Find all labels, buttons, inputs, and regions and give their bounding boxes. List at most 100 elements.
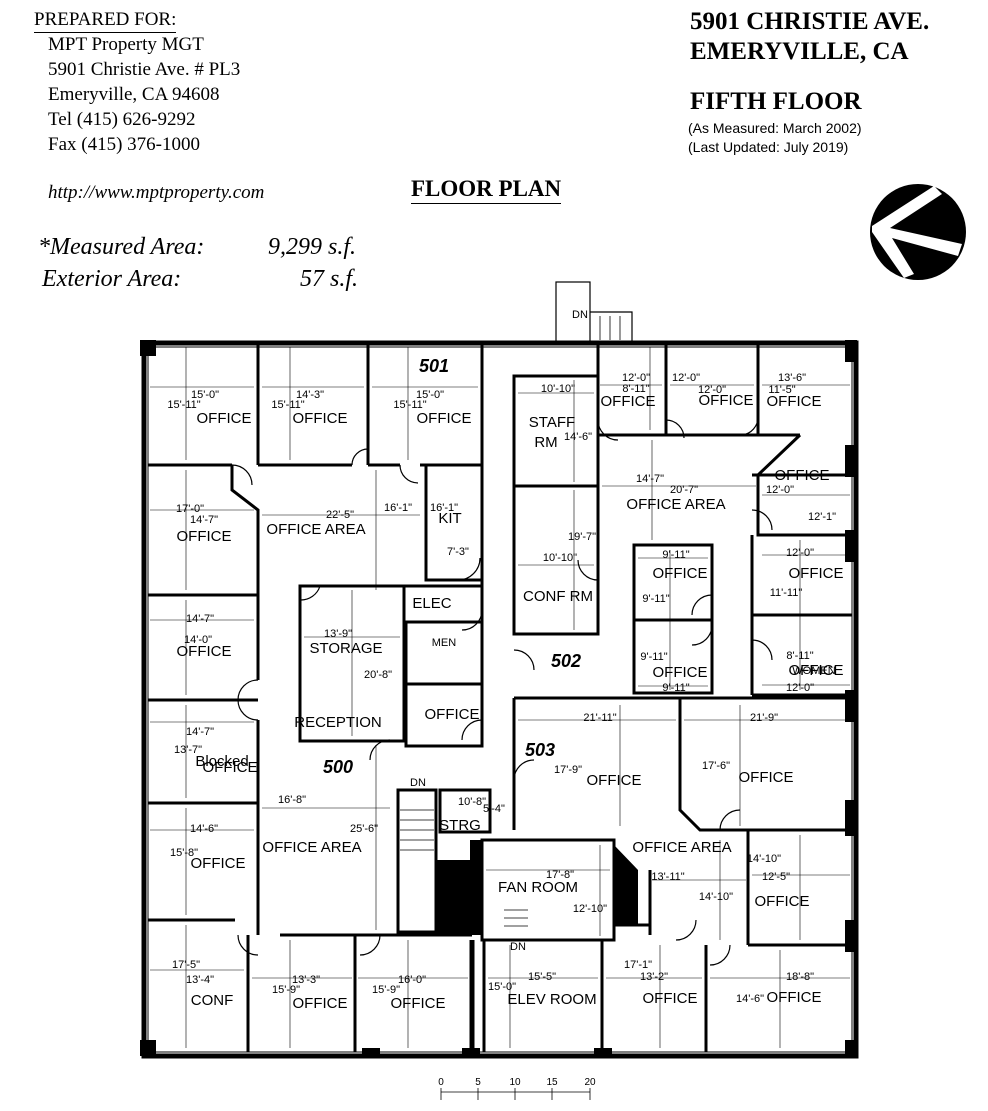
dimension-label: 14'-7" bbox=[186, 726, 214, 738]
suite-number: 503 bbox=[525, 740, 555, 760]
dimension-label: 14'-10" bbox=[747, 853, 781, 865]
dimension-label: 25'-6" bbox=[350, 823, 378, 835]
room-label: DN bbox=[572, 309, 588, 321]
dimension-label: 22'-5" bbox=[326, 509, 354, 521]
dimension-label: 17'-5" bbox=[172, 959, 200, 971]
dimension-label: 15'-0" bbox=[416, 389, 444, 401]
dimension-label: 20'-8" bbox=[364, 669, 392, 681]
dimension-label: 14'-7" bbox=[186, 613, 214, 625]
dimension-label: 13'-9" bbox=[324, 628, 352, 640]
room-label: RECEPTION bbox=[294, 714, 382, 731]
building-city: EMERYVILLE, CA bbox=[690, 38, 909, 65]
dimension-label: 14'-6" bbox=[190, 823, 218, 835]
room-label: WOMEN bbox=[792, 665, 835, 677]
client-phone: Tel (415) 626-9292 bbox=[48, 109, 196, 130]
dimension-label: 17'-9" bbox=[554, 764, 582, 776]
dimension-label: 9'-11" bbox=[640, 651, 667, 663]
dimension-label: 18'-8" bbox=[786, 971, 814, 983]
dimension-label: 12'-10" bbox=[573, 903, 607, 915]
client-name: MPT Property MGT bbox=[48, 34, 204, 55]
dimension-label: 13'-3" bbox=[292, 974, 320, 986]
dimension-label: 12'-0" bbox=[786, 682, 814, 694]
dimension-label: 9'-11" bbox=[642, 593, 669, 605]
room-label: OFFICE bbox=[587, 772, 642, 789]
dimension-label: 14'-7" bbox=[190, 514, 218, 526]
plan-solid-walls bbox=[140, 340, 857, 1056]
scale-tick-label: 5 bbox=[475, 1077, 481, 1088]
room-label: FAN ROOM bbox=[498, 879, 578, 896]
website-link[interactable]: http://www.mptproperty.com bbox=[48, 182, 265, 203]
room-label: OFFICE bbox=[191, 855, 246, 872]
dimension-label: 12'-0" bbox=[766, 484, 794, 496]
measured-area-value: 9,299 s.f. bbox=[268, 234, 357, 260]
scale-tick-label: 0 bbox=[438, 1077, 444, 1088]
dimension-label: 12'-0" bbox=[786, 547, 814, 559]
dimension-label: 7'-3" bbox=[447, 546, 469, 558]
dimension-label: 17'-1" bbox=[624, 959, 652, 971]
room-label: STRG bbox=[439, 817, 481, 834]
dimension-label: 14'-3" bbox=[296, 389, 324, 401]
room-label: OFFICE bbox=[601, 393, 656, 410]
room-label: OFFICE bbox=[653, 664, 708, 681]
room-label: OFFICE bbox=[755, 893, 810, 910]
room-label: OFFICE bbox=[699, 392, 754, 409]
room-label: OFFICE bbox=[643, 990, 698, 1007]
room-label: OFFICE bbox=[177, 528, 232, 545]
room-label: RM bbox=[534, 434, 557, 451]
dimension-label: 13'-11" bbox=[651, 871, 684, 883]
dimension-label: 5'-4" bbox=[483, 803, 505, 815]
room-label: KIT bbox=[438, 510, 461, 527]
room-label: OFFICE bbox=[177, 643, 232, 660]
measured-date: (As Measured: March 2002) bbox=[688, 120, 862, 136]
dimension-label: 10'-10" bbox=[541, 383, 575, 395]
room-label: STAFF bbox=[529, 414, 575, 431]
room-label: OFFICE bbox=[293, 410, 348, 427]
suite-number: 500 bbox=[323, 757, 353, 777]
scale-tick-label: 10 bbox=[509, 1077, 521, 1088]
dimension-label: 17'-8" bbox=[546, 869, 574, 881]
dimension-label: 15'-8" bbox=[170, 847, 198, 859]
dimension-label: 12'-0" bbox=[622, 372, 650, 384]
room-label: OFFICE bbox=[417, 410, 472, 427]
dimension-label: 13'-4" bbox=[186, 974, 214, 986]
dimension-label: 15'-9" bbox=[372, 984, 400, 996]
client-fax: Fax (415) 376-1000 bbox=[48, 134, 200, 155]
dimension-label: 15'-0" bbox=[488, 981, 516, 993]
dimension-label: 10'-10" bbox=[543, 552, 577, 564]
room-label: OFFICE bbox=[767, 989, 822, 1006]
dimension-label: 16'-1" bbox=[384, 502, 412, 514]
room-label: STORAGE bbox=[309, 640, 382, 657]
exterior-area-label: Exterior Area: bbox=[42, 266, 182, 292]
room-label: OFFICE bbox=[775, 467, 830, 484]
dimension-label: 14'-6" bbox=[564, 431, 592, 443]
dimension-label: 15'-11" bbox=[393, 399, 426, 411]
dimension-label: 13'-7" bbox=[174, 744, 202, 756]
room-label: Blocked bbox=[195, 753, 248, 770]
dimension-label: 19'-7" bbox=[568, 531, 596, 543]
dimension-label: 9'-11" bbox=[662, 682, 689, 694]
dimension-label: 12'-0" bbox=[698, 384, 726, 396]
prepared-for-heading: PREPARED FOR: bbox=[34, 8, 177, 33]
dimension-label: 21'-11" bbox=[583, 712, 616, 724]
room-label: OFFICE bbox=[653, 565, 708, 582]
room-label: OFFICE bbox=[293, 995, 348, 1012]
room-label: OFFICE bbox=[203, 759, 258, 776]
dimension-label: 8'-11" bbox=[622, 383, 649, 395]
room-label: ELEV ROOM bbox=[507, 991, 596, 1008]
room-label: OFFICE AREA bbox=[632, 839, 731, 856]
measured-area-label: *Measured Area: bbox=[38, 234, 205, 260]
dimension-label: 16'-0" bbox=[398, 974, 426, 986]
dimension-label: 16'-1" bbox=[430, 502, 458, 514]
room-label: DN bbox=[510, 941, 526, 953]
dimension-label: 20'-7" bbox=[670, 484, 698, 496]
room-label: OFFICE bbox=[789, 662, 844, 679]
dimension-label: 15'-9" bbox=[272, 984, 300, 996]
dimension-label: 15'-0" bbox=[191, 389, 219, 401]
client-city: Emeryville, CA 94608 bbox=[48, 84, 220, 105]
dimension-label: 9'-11" bbox=[662, 549, 689, 561]
dimension-label: 11'-5" bbox=[768, 384, 795, 396]
dimension-label: 14'-0" bbox=[184, 634, 212, 646]
client-address: 5901 Christie Ave. # PL3 bbox=[48, 59, 241, 80]
